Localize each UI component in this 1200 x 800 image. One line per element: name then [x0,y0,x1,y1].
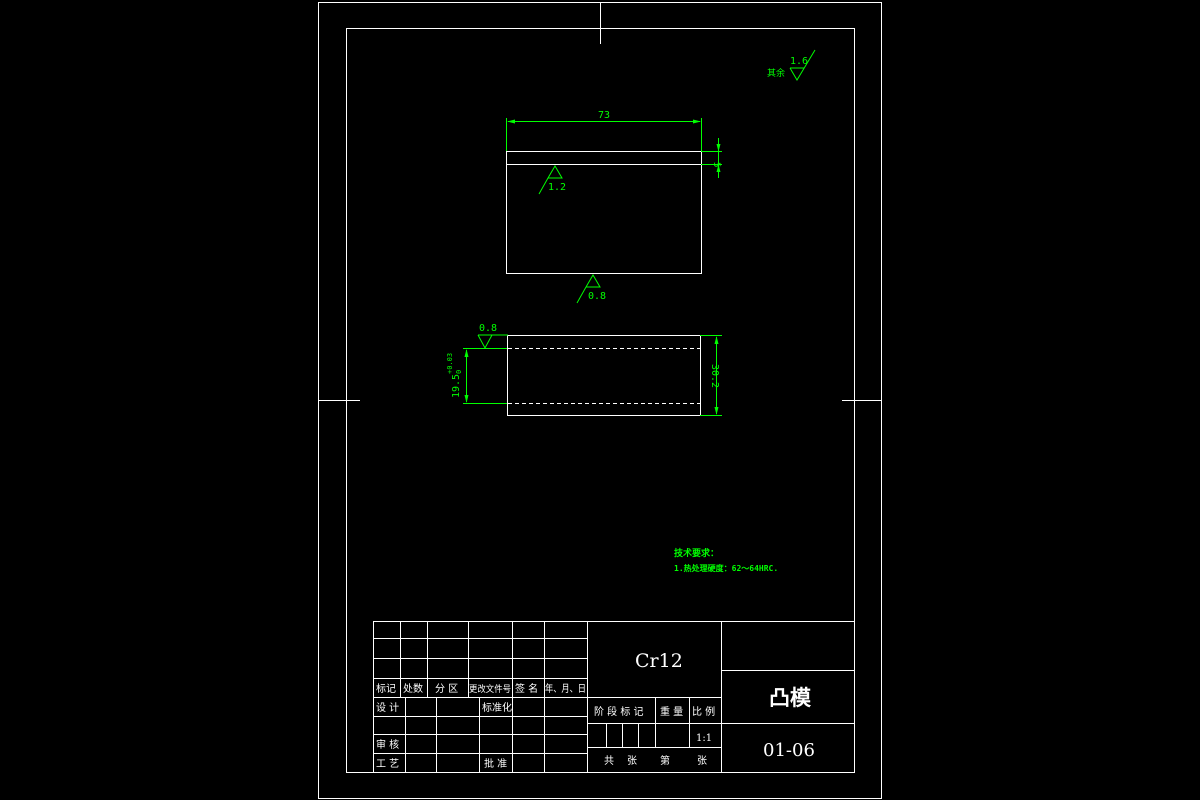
label-mark: 标记 [376,683,396,695]
general-roughness-prefix: 其余 [767,67,785,79]
tech-req-title: 技术要求： [674,547,719,559]
side-view-outline [507,335,701,416]
label-change-doc: 更改文件号 [469,683,511,695]
tech-req-line1: 1.热处理硬度：62～64HRC. [674,563,778,573]
title-block: Cr12 凸模 01-06 1:1 标记 处数 分 区 更改文件号 签 名 年、… [373,621,855,773]
label-weight: 重 量 [660,705,683,718]
label-count: 处数 [403,682,423,695]
front-view: 73 5 1.2 0.8 [506,110,722,304]
label-review: 审 核 [376,738,399,751]
roughness-top-step: 1.2 [548,182,566,193]
dim-step: 5 [711,162,721,167]
label-date: 年、月、日 [545,682,586,695]
label-sheets-1: 张 [627,755,637,767]
material: Cr12 [635,650,683,672]
dim-bore-tol-lower: 0 [455,370,463,374]
label-design: 设 计 [376,701,399,714]
label-approve: 批 准 [484,757,507,770]
roughness-side-view: 0.8 [479,323,497,334]
side-view: 30.2 19.5 +0.03 0 0.8 [446,323,722,416]
label-total: 共 [604,755,614,767]
roughness-bottom: 0.8 [588,291,606,302]
front-view-outline [506,151,702,274]
dim-bore: 19.5 [451,374,462,398]
technical-requirements: 技术要求： 1.热处理硬度：62～64HRC. [674,547,778,573]
dim-height: 30.2 [709,364,720,388]
drawing-number: 01-06 [763,740,815,761]
label-stage-mark: 阶 段 标 记 [594,705,644,718]
label-signature: 签 名 [515,682,538,695]
inner-frame [346,28,855,773]
part-name: 凸模 [769,686,812,710]
general-roughness-value: 1.6 [790,56,808,67]
scale-value: 1:1 [696,733,712,744]
label-process: 工 艺 [376,758,399,770]
label-page: 第 [660,754,670,767]
dim-length: 73 [598,110,610,121]
label-ratio: 比 例 [692,705,715,718]
general-roughness-symbol: 其余 1.6 [767,49,816,81]
label-zone: 分 区 [435,683,458,695]
label-standardize: 标准化 [482,701,512,714]
label-sheets-2: 张 [697,755,707,767]
dim-bore-tol-upper: +0.03 [446,353,454,374]
